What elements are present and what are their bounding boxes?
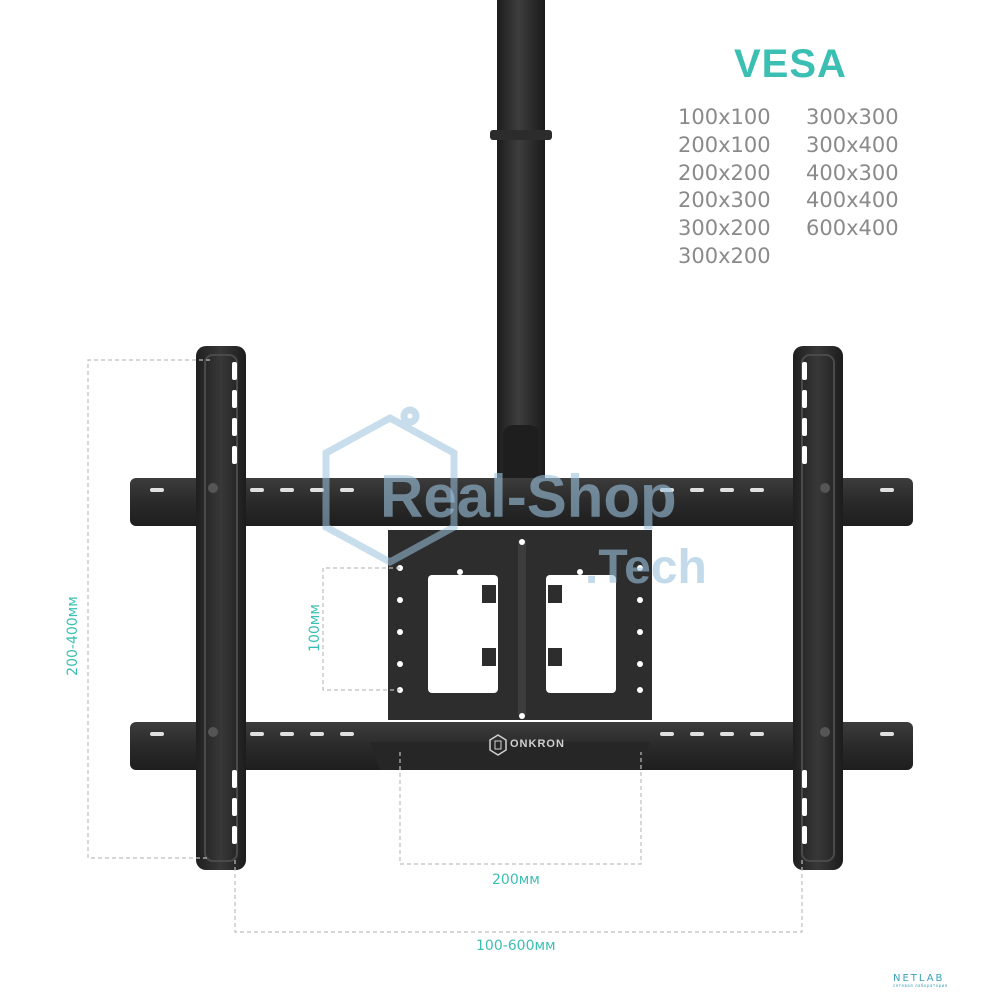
- vesa-size: 400x300: [806, 160, 899, 185]
- pole-collar: [490, 130, 552, 140]
- netlab-tagline: сетевая лаборатория: [893, 983, 948, 988]
- vesa-size: 300x200: [678, 216, 771, 241]
- width-range-label: 100-600мм: [476, 938, 556, 954]
- horizontal-bar-bottom: [130, 722, 913, 770]
- vesa-size: 300x400: [806, 132, 899, 157]
- inner-height-label: 100мм: [307, 604, 323, 652]
- vertical-rail-right: [793, 346, 843, 870]
- vertical-rail-left: [196, 346, 246, 870]
- vesa-size: 200x300: [678, 188, 771, 213]
- dimension-lines: [87, 359, 803, 933]
- pole-bracket: [503, 425, 539, 495]
- mount-pole: [497, 0, 545, 480]
- vesa-sizes-column-1: 100x100 200x100 200x200 200x300 300x200 …: [678, 104, 818, 271]
- height-range-label: 200-400мм: [65, 596, 81, 676]
- onkron-logo-icon: [489, 734, 507, 756]
- netlab-logo-text: NETLAB: [893, 973, 945, 984]
- brand-logo-text: ONKRON: [510, 738, 565, 750]
- vesa-size: 200x200: [678, 160, 771, 185]
- vesa-size: 400x400: [806, 188, 899, 213]
- center-mount-plate: [388, 530, 652, 720]
- vesa-sizes-column-2: 300x300 300x400 400x300 400x400 600x400: [806, 104, 946, 243]
- netlab-logo: NETLAB сетевая лаборатория: [893, 973, 948, 988]
- vesa-size: 300x300: [806, 105, 899, 129]
- vesa-title: VESA: [734, 42, 847, 86]
- vesa-size: 100x100: [678, 105, 771, 129]
- watermark-hex-icon: [322, 406, 458, 566]
- vesa-size: 300x200: [678, 243, 771, 268]
- vesa-size: 600x400: [806, 216, 899, 241]
- inner-width-label: 200мм: [492, 872, 540, 888]
- vesa-size: 200x100: [678, 132, 771, 157]
